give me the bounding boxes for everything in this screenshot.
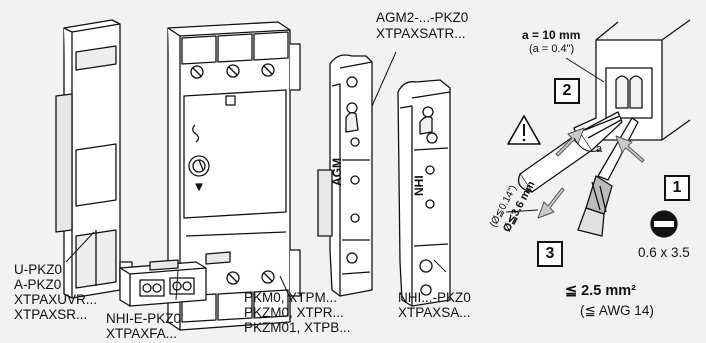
nhi-label-1: NHI...-PKZ0 bbox=[398, 290, 471, 305]
front-block-leader-line bbox=[175, 269, 179, 301]
breaker-label-3: PKZM01, XTPB... bbox=[244, 320, 351, 335]
undervoltage-label-4: XTPAXSR... bbox=[14, 307, 88, 322]
breaker-label-2: PKZM0, XTPR... bbox=[244, 305, 344, 320]
release-arrow bbox=[537, 187, 565, 219]
strip-length-leader-line bbox=[565, 57, 605, 83]
undervoltage-leader-line bbox=[65, 231, 95, 263]
undervoltage-label-3: XTPAXUVR... bbox=[14, 292, 98, 307]
dimension-letter-a: a bbox=[596, 143, 603, 155]
front-auxiliary-contact-block bbox=[119, 259, 207, 307]
step-3-box: 3 bbox=[537, 241, 563, 267]
insert-arrow bbox=[555, 127, 585, 157]
nhi-leader-line bbox=[433, 259, 447, 273]
undervoltage-release-device bbox=[55, 19, 133, 299]
strip-length-label: a = 10 mm bbox=[522, 28, 581, 42]
step-2-box: 2 bbox=[554, 78, 580, 104]
front-block-label-2: XTPAXFA... bbox=[106, 326, 178, 341]
diameter-dimension-line bbox=[505, 209, 539, 213]
nhi-label-2: XTPAXSA... bbox=[398, 305, 471, 320]
wire-size-label: ≦ 2.5 mm² bbox=[565, 283, 636, 299]
flat-screwdriver-icon bbox=[650, 210, 678, 238]
agm-leader-line bbox=[371, 51, 397, 107]
agm-label-1: AGM2-...-PKZ0 bbox=[376, 10, 469, 25]
warning-icon bbox=[507, 115, 541, 145]
push-arrow bbox=[615, 135, 645, 163]
undervoltage-label-2: A-PKZ0 bbox=[14, 277, 62, 292]
agm-device-marking: AGM bbox=[330, 158, 344, 186]
wire-conductor bbox=[517, 111, 623, 193]
undervoltage-label-1: U-PKZ0 bbox=[14, 262, 63, 277]
motor-protective-circuit-breaker bbox=[167, 21, 301, 331]
breaker-label-1: PKM0, XTPM... bbox=[244, 290, 338, 305]
step-1-box: 1 bbox=[664, 175, 690, 201]
screwdriver-size-label: 0.6 x 3.5 bbox=[638, 245, 690, 260]
front-block-label-1: NHI-E-PKZ0 bbox=[106, 311, 182, 326]
breaker-leader-line bbox=[279, 275, 293, 303]
nhi-device-marking: NHI bbox=[412, 175, 426, 196]
strip-dimension-arc bbox=[573, 137, 601, 152]
agm-auxiliary-module bbox=[317, 54, 373, 297]
agm-label-2: XTPAXSATR... bbox=[376, 26, 466, 41]
nhi-auxiliary-module bbox=[397, 79, 451, 307]
wire-awg-label: (≦ AWG 14) bbox=[580, 303, 654, 318]
strip-length-inch-label: (a = 0.4") bbox=[529, 43, 575, 55]
